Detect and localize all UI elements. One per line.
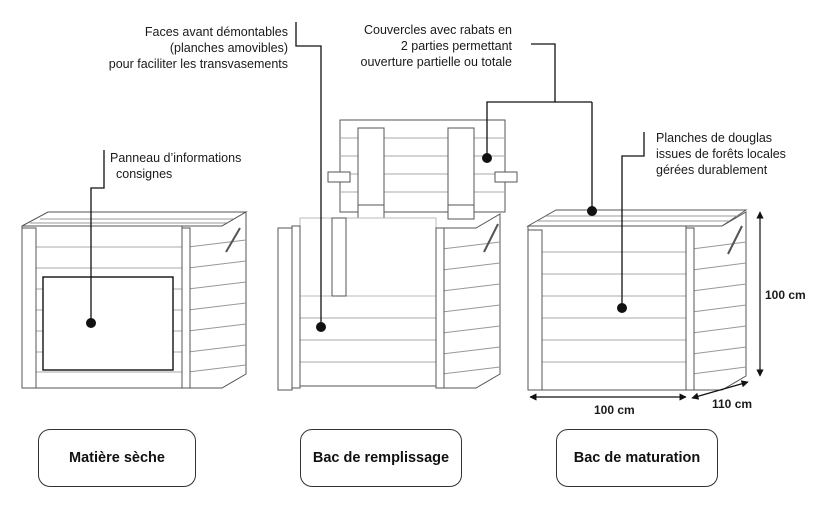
bin2-lower-planks: [289, 295, 437, 387]
label-bac-maturation: Bac de maturation: [556, 429, 718, 487]
annotation-couvercles-line-2: 2 parties permettant: [400, 39, 512, 53]
annotation-couvercles-line-1: Couvercles avec rabats en: [364, 23, 512, 37]
lid-hinge-base-left: [357, 204, 385, 220]
bin3-side-post: [685, 227, 695, 391]
label-matiere-seche: Matière sèche: [38, 429, 196, 487]
bin1-left-post: [21, 227, 37, 389]
annotation-faces-line-3: pour faciliter les transvasements: [108, 57, 288, 71]
bin2-left-post: [277, 227, 293, 391]
callout-dot-planches: [617, 303, 627, 313]
lid-stay-right: [494, 171, 518, 183]
annotation-planches-line-3: gérées durablement: [656, 163, 768, 177]
bin-matiere-seche: [21, 211, 248, 389]
bin3-front: [527, 225, 687, 391]
annotation-planches-line-1: Planches de douglas: [656, 131, 773, 145]
annotation-planches-line-2: issues de forêts locales: [656, 147, 786, 161]
callout-planches-line: [621, 132, 645, 308]
lid-stay-left: [327, 171, 351, 183]
annotation-faces-line-2: (planches amovibles): [169, 41, 288, 55]
lid-hinge-base-right: [447, 204, 475, 220]
annotation-faces-avant: Faces avant démontables (planches amovib…: [96, 24, 288, 72]
annotation-panneau-line-1: Panneau d’informations: [110, 151, 242, 165]
label-bac-remplissage: Bac de remplissage: [300, 429, 462, 487]
lid-hinge-plate-left: [357, 127, 385, 211]
bin2-back-post: [331, 217, 347, 297]
bin-maturation: [526, 209, 748, 391]
callouts: [90, 22, 645, 326]
annotation-couvercles: Couvercles avec rabats en 2 parties perm…: [330, 22, 512, 70]
dim-width-label: 100 cm: [594, 403, 635, 417]
annotation-faces-line-1: Faces avant démontables: [144, 25, 288, 39]
bin2-side-post: [435, 227, 445, 389]
dim-height-label: 100 cm: [765, 288, 806, 302]
bin1-side: [181, 211, 247, 389]
dim-depth-arrow: [691, 380, 749, 400]
callout-dot-couvercles: [482, 153, 492, 163]
callout-dot-faces: [316, 322, 326, 332]
annotation-planches: Planches de douglas issues de forêts loc…: [656, 130, 826, 178]
info-panel: [42, 276, 174, 371]
bin3-lid: [526, 209, 748, 227]
dim-depth-label: 110 cm: [712, 397, 753, 411]
callout-faces-line: [295, 22, 322, 326]
bin-remplissage: [277, 119, 518, 391]
annotation-panneau: Panneau d’informations consignes: [110, 150, 280, 182]
bin2-left-rail: [291, 225, 301, 389]
bin3-side: [685, 211, 747, 391]
bin2-back: [299, 217, 437, 297]
callout-panneau-line: [90, 150, 105, 323]
bin3-left-post: [527, 229, 543, 391]
annotation-panneau-line-2: consignes: [116, 167, 173, 181]
bin1-side-post: [181, 227, 191, 389]
callout-dot-panneau: [86, 318, 96, 328]
callout-dot-couvercles-2: [587, 206, 597, 216]
lid-hinge-plate-right: [447, 127, 475, 211]
annotation-couvercles-line-3: ouverture partielle ou totale: [360, 55, 512, 69]
